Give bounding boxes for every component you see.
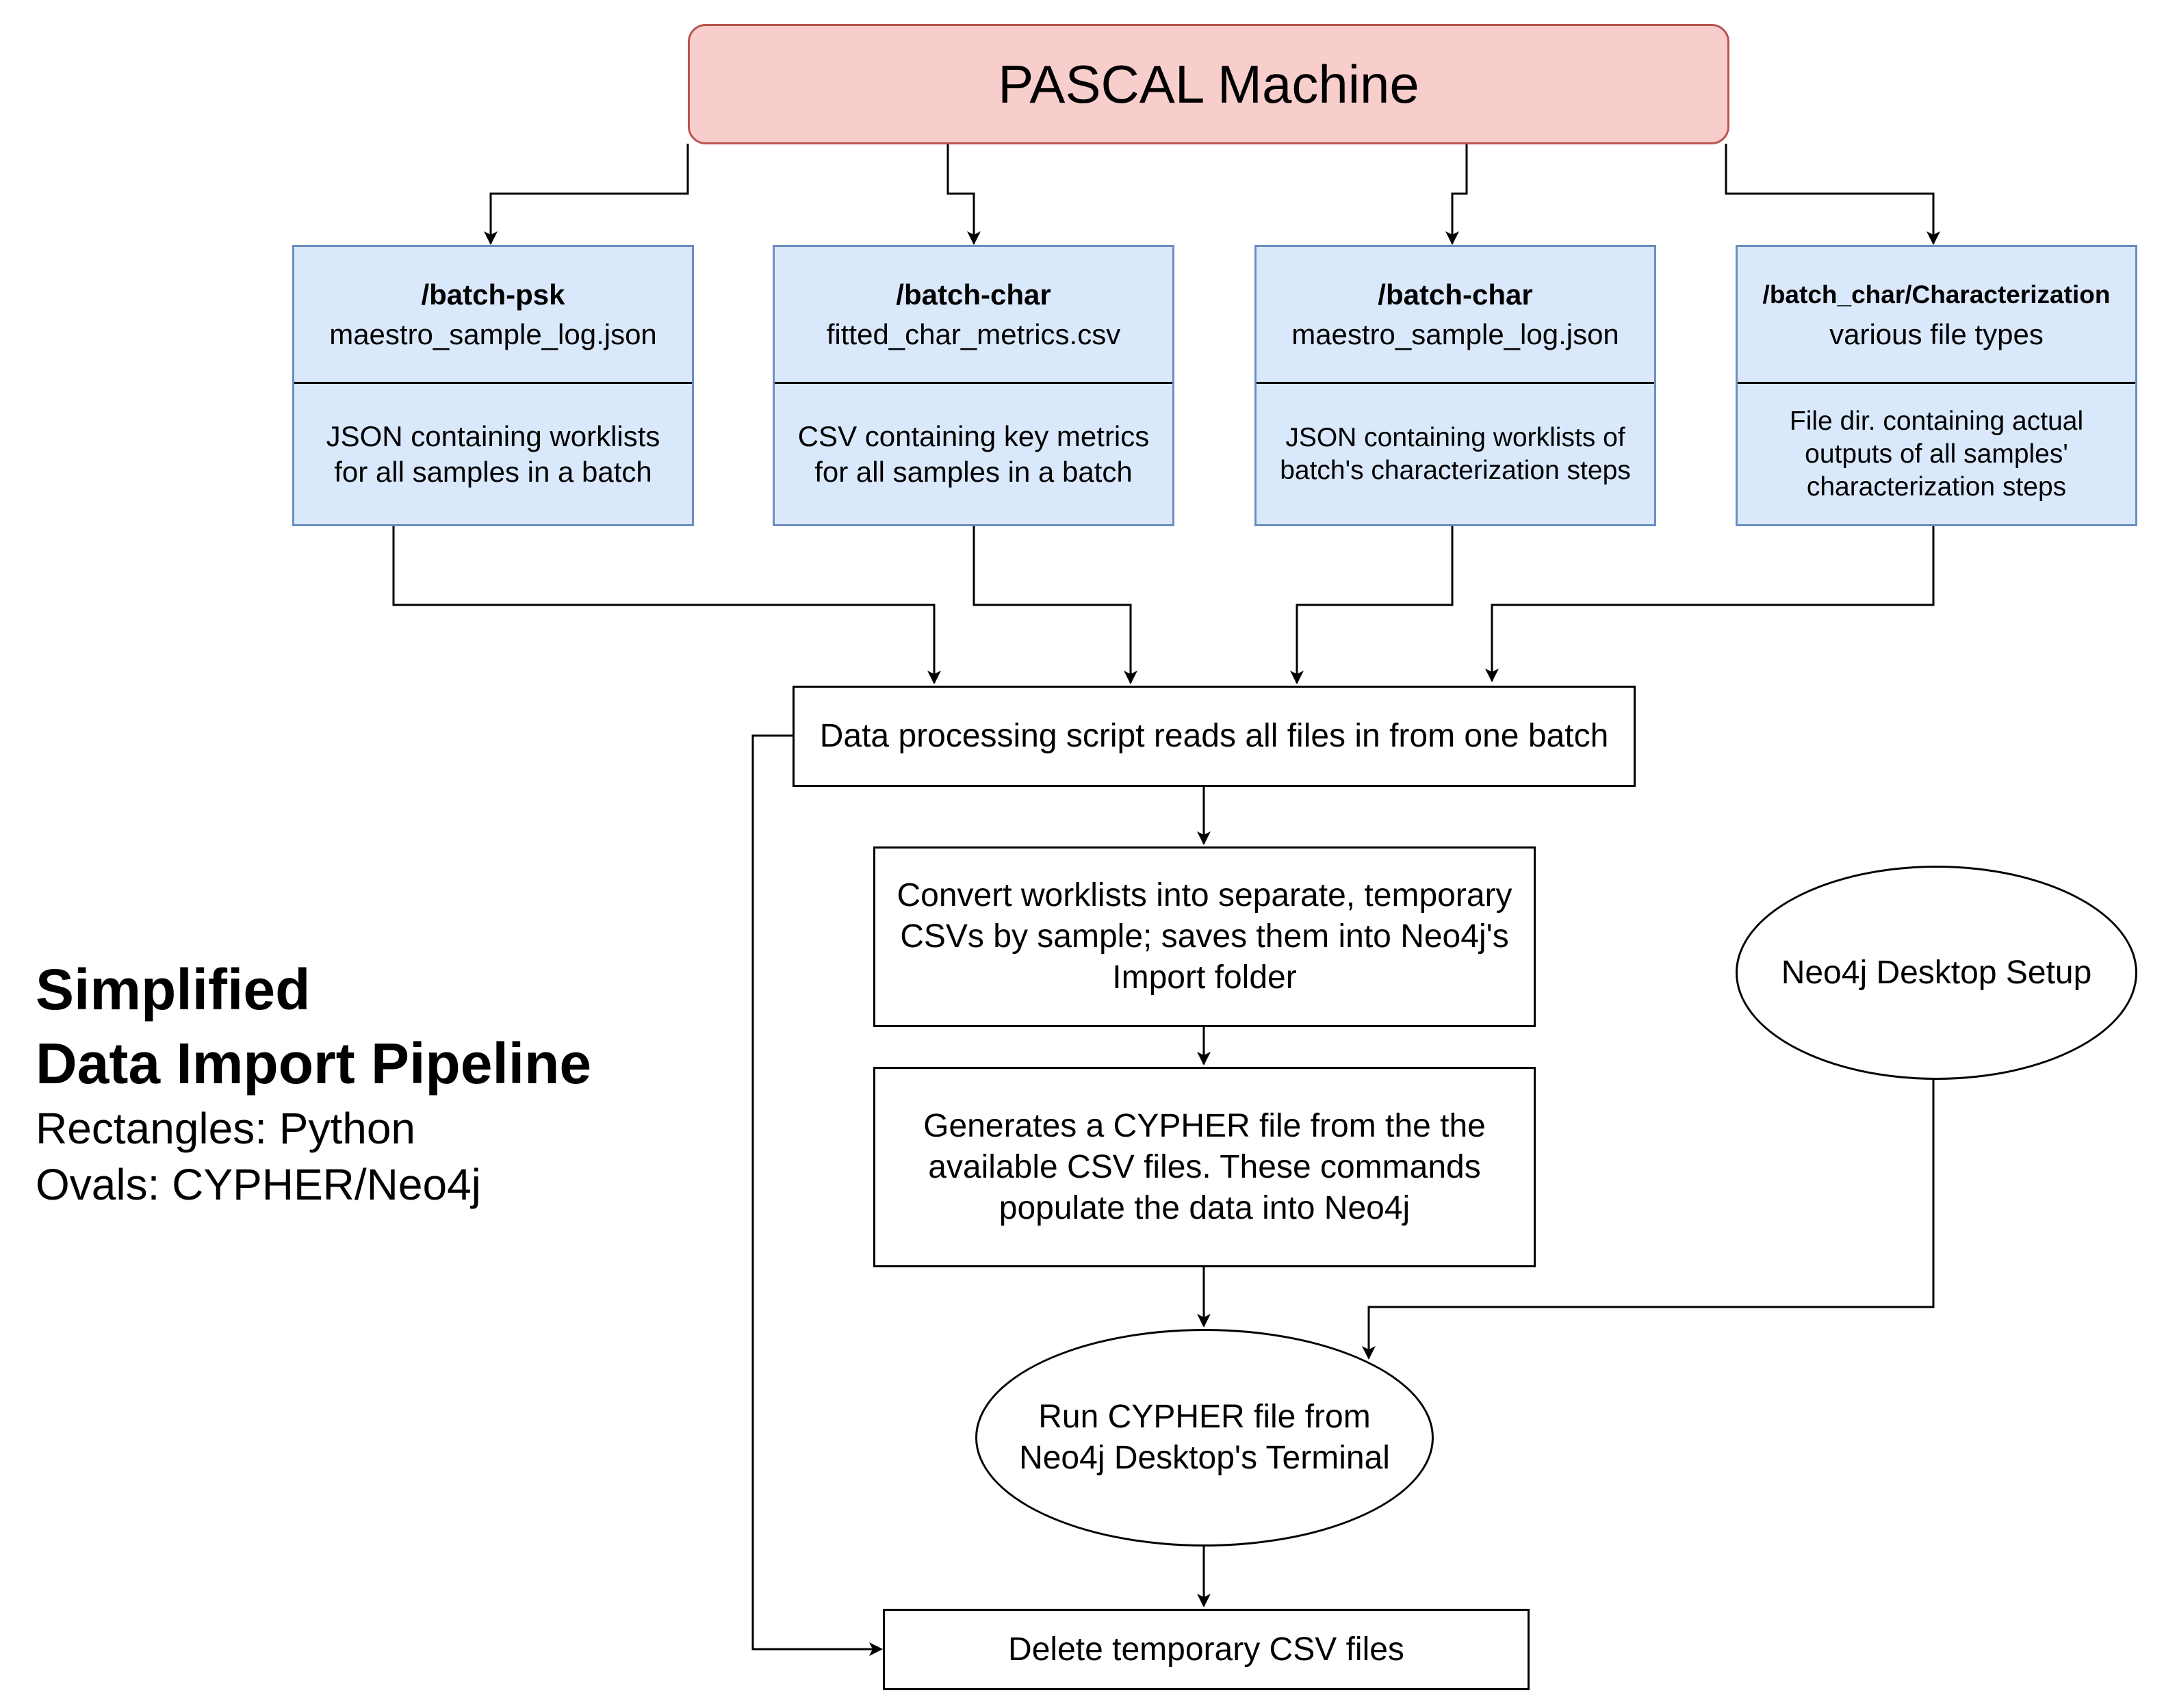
dir-file: various file types <box>1829 318 2044 350</box>
dir-batch-psk: /batch-psk maestro_sample_log.json JSON … <box>292 245 694 526</box>
dir-header: /batch-psk maestro_sample_log.json <box>294 247 692 384</box>
dir-header: /batch-char maestro_sample_log.json <box>1257 247 1654 384</box>
pascal-machine-box: PASCAL Machine <box>688 24 1729 144</box>
legend-title: Data Import Pipeline <box>36 1031 592 1096</box>
dir-path: /batch-char <box>896 278 1051 311</box>
dir-path: /batch_char/Characterization <box>1762 280 2111 309</box>
step-label-line: Generates a CYPHER file from the the <box>923 1107 1486 1144</box>
dir-batch-char-json: /batch-char maestro_sample_log.json JSON… <box>1254 245 1656 526</box>
dir-path: /batch-char <box>1378 278 1533 311</box>
dir-description-line: for all samples in a batch <box>814 455 1133 488</box>
dir-description: File dir. containing actual outputs of a… <box>1738 384 2135 524</box>
dir-batch-char-csv: /batch-char fitted_char_metrics.csv CSV … <box>773 245 1174 526</box>
dir-description-line: File dir. containing actual <box>1789 406 2084 436</box>
dir-description-line: CSV containing key metrics <box>797 419 1150 452</box>
dir-file: maestro_sample_log.json <box>329 318 657 350</box>
dir-header: /batch_char/Characterization various fil… <box>1738 247 2135 384</box>
arrow-batch-char-csv-to-script <box>972 526 1137 684</box>
dir-description: JSON containing worklists for all sample… <box>294 384 692 524</box>
dir-description: CSV containing key metrics for all sampl… <box>775 384 1172 524</box>
step-label-line: available CSV files. These commands <box>928 1148 1481 1185</box>
arrow-script-to-delete <box>751 734 883 1656</box>
step-run-cypher: Run CYPHER file from Neo4j Desktop's Ter… <box>975 1329 1434 1547</box>
arrow-batch-char-json-to-script <box>1290 526 1454 684</box>
arrow-pascal-to-batch-char-json <box>1445 144 1468 245</box>
dir-path: /batch-psk <box>421 278 565 311</box>
dir-description-line: JSON containing worklists <box>326 419 660 452</box>
step-label: Delete temporary CSV files <box>1008 1631 1404 1668</box>
arrow-batch-psk-to-script <box>392 526 941 684</box>
arrow-pascal-to-characterization <box>1725 144 1940 245</box>
step-read-files: Data processing script reads all files i… <box>793 686 1636 787</box>
step-label-line: CSVs by sample; saves them into Neo4j's <box>900 918 1509 955</box>
dir-description-line: characterization steps <box>1806 471 2067 502</box>
arrow-pascal-to-batch-psk <box>484 144 689 245</box>
arrow-setup-to-run <box>1362 1078 1935 1360</box>
arrow-characterization-to-script <box>1485 526 1935 682</box>
legend: Simplified Data Import Pipeline Rectangl… <box>36 953 591 1213</box>
step-label-line: Import folder <box>1112 959 1297 996</box>
dir-file: maestro_sample_log.json <box>1291 318 1619 350</box>
dir-header: /batch-char fitted_char_metrics.csv <box>775 247 1172 384</box>
step-label-line: Neo4j Desktop's Terminal <box>1019 1440 1390 1476</box>
pascal-machine-label: PASCAL Machine <box>998 53 1419 114</box>
dir-description-line: batch's characterization steps <box>1280 455 1631 485</box>
dir-file: fitted_char_metrics.csv <box>826 318 1121 350</box>
step-label-line: Convert worklists into separate, tempora… <box>897 877 1512 914</box>
dir-description-line: outputs of all samples' <box>1805 439 2068 469</box>
dir-characterization: /batch_char/Characterization various fil… <box>1736 245 2137 526</box>
step-label: Data processing script reads all files i… <box>819 718 1609 754</box>
step-label-line: populate the data into Neo4j <box>999 1189 1411 1226</box>
legend-title: Simplified <box>36 957 311 1022</box>
step-convert-worklists: Convert worklists into separate, tempora… <box>873 846 1536 1027</box>
dir-description-line: JSON containing worklists of <box>1285 422 1625 452</box>
dir-description: JSON containing worklists of batch's cha… <box>1257 384 1654 524</box>
legend-ovals: Ovals: CYPHER/Neo4j <box>36 1160 481 1209</box>
dir-description-line: for all samples in a batch <box>334 455 652 488</box>
step-label-line: Run CYPHER file from <box>1038 1399 1371 1435</box>
step-generate-cypher: Generates a CYPHER file from the the ava… <box>873 1067 1536 1267</box>
step-neo4j-desktop-setup: Neo4j Desktop Setup <box>1736 866 2137 1080</box>
step-delete-csv: Delete temporary CSV files <box>883 1609 1530 1690</box>
step-label: Neo4j Desktop Setup <box>1781 954 2092 991</box>
legend-rectangles: Rectangles: Python <box>36 1104 415 1153</box>
arrow-pascal-to-batch-char-csv <box>946 144 981 245</box>
